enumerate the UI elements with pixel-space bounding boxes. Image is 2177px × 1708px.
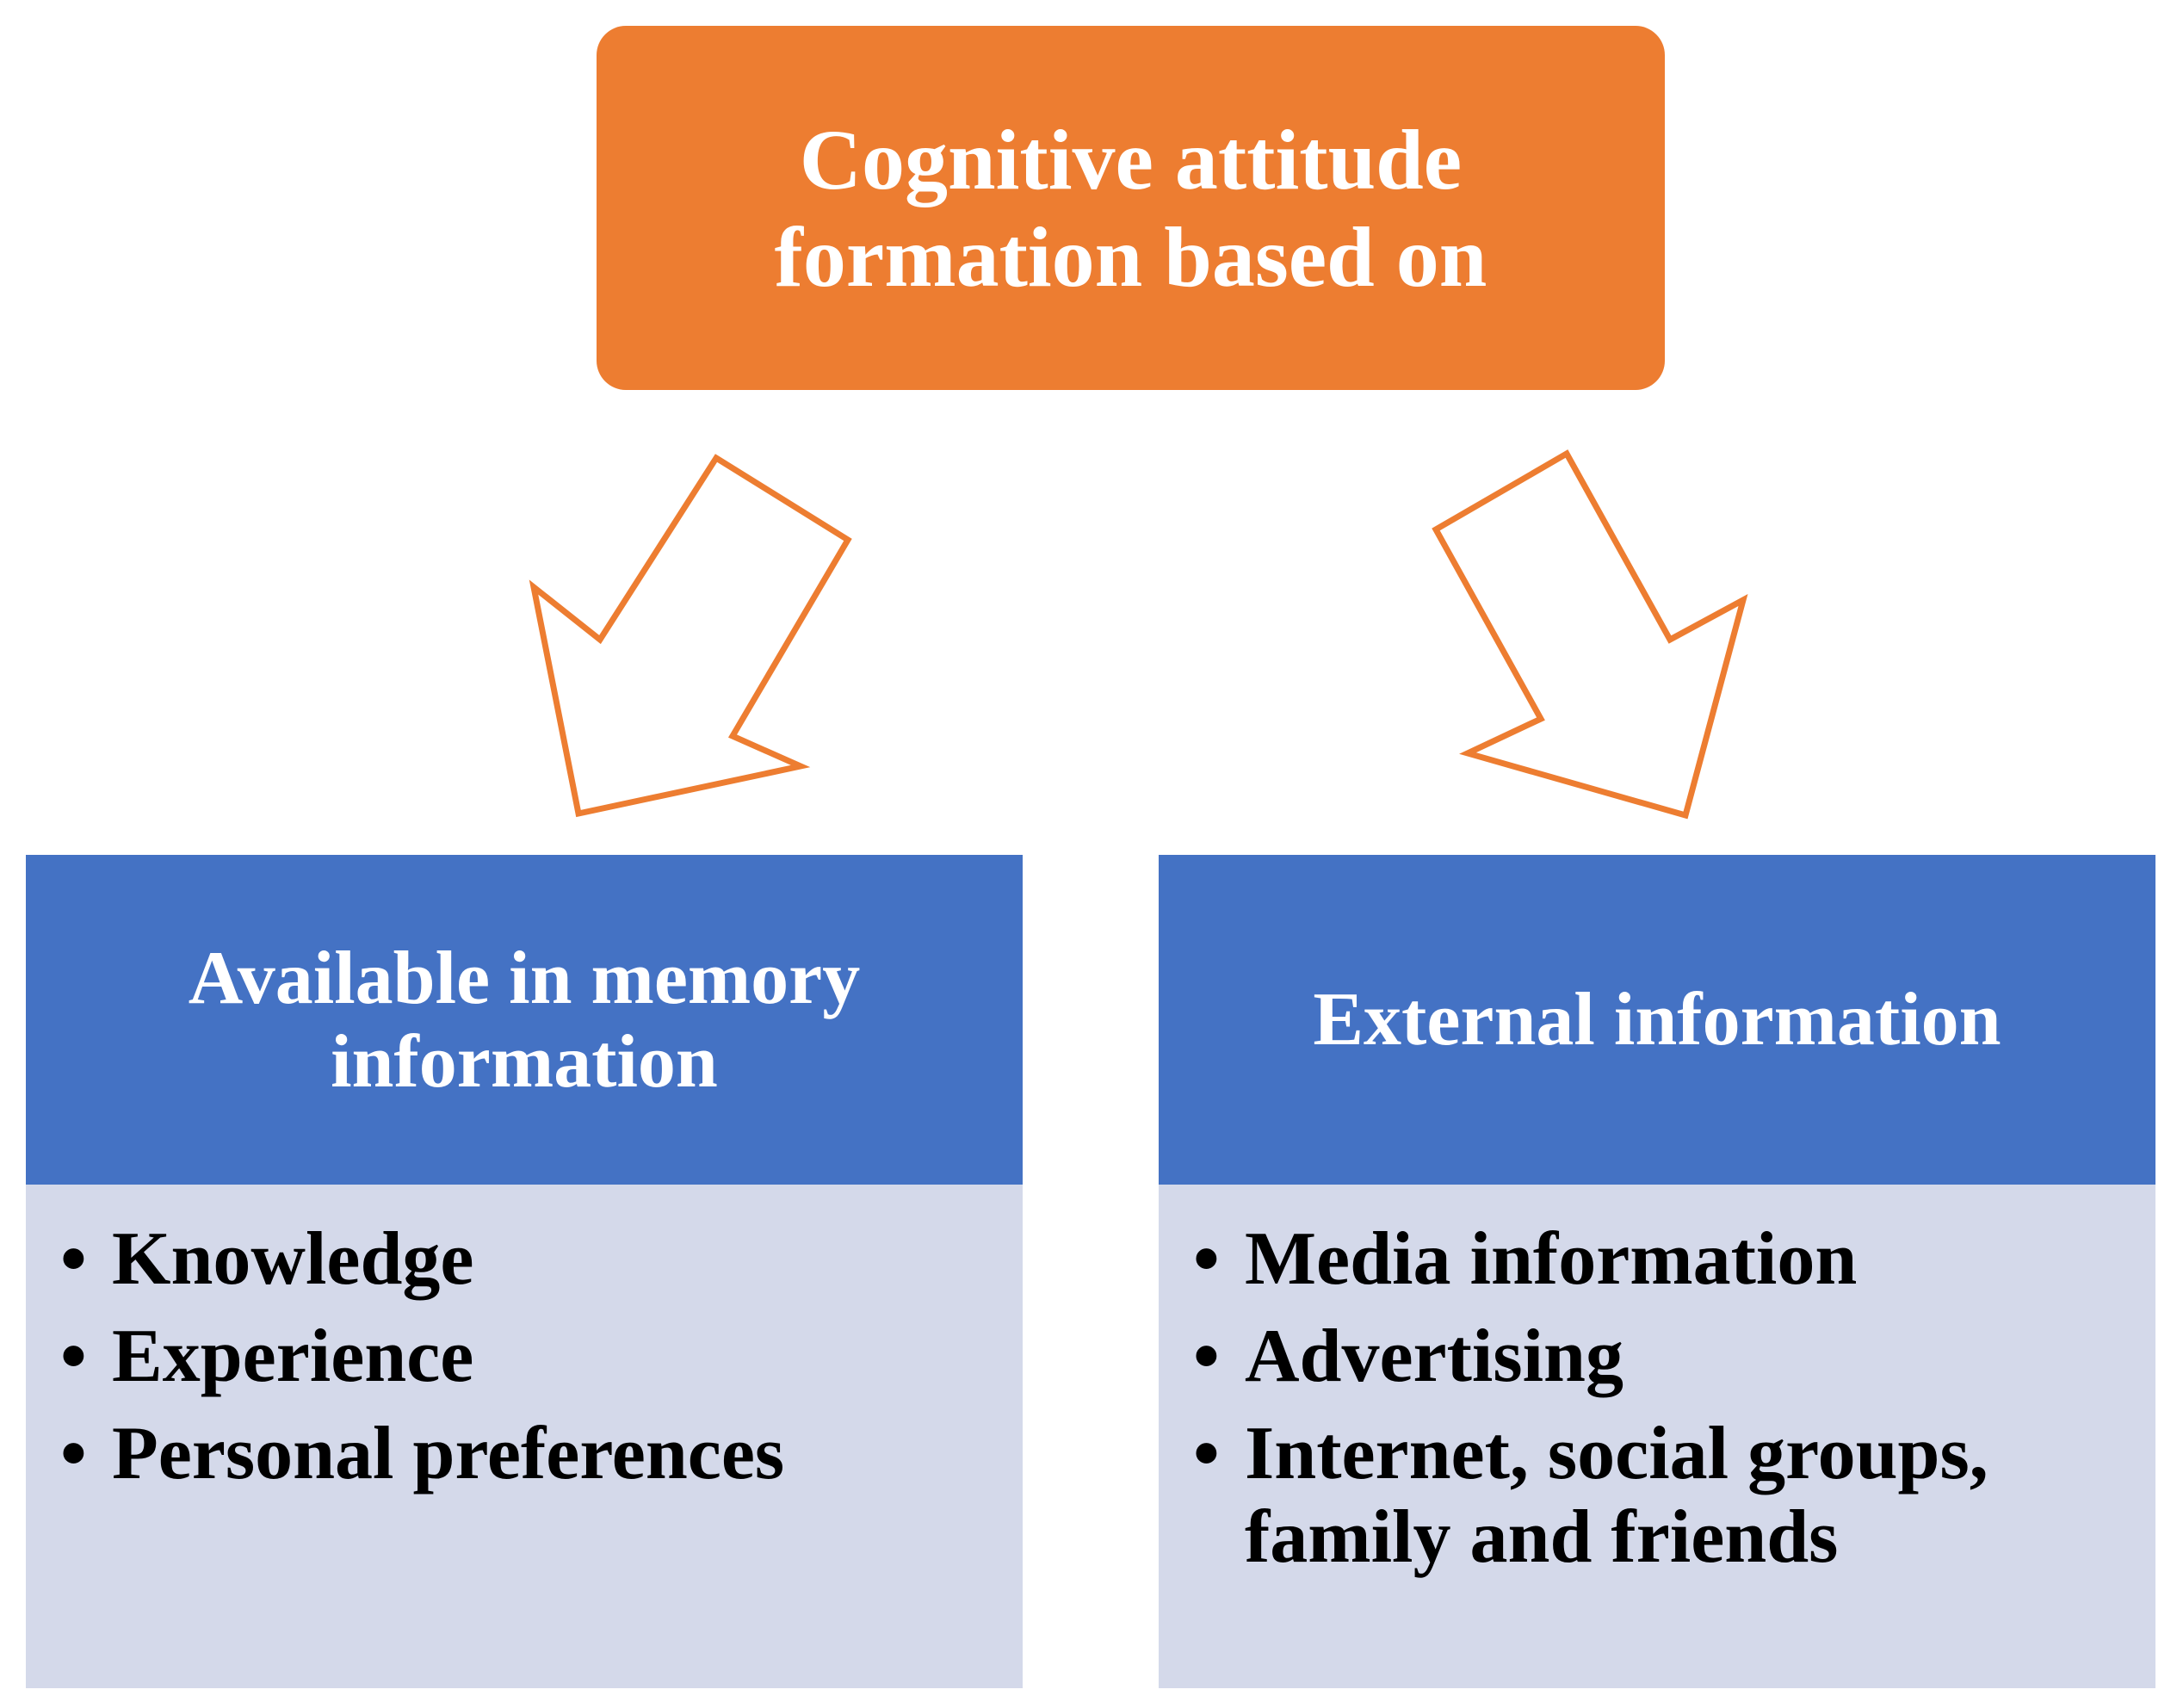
memory-information-list-panel: • Knowledge • Experience • Personal prefere…	[26, 1185, 1023, 1688]
list-item-text: Experience	[112, 1315, 474, 1398]
bullet-icon: •	[1193, 1217, 1220, 1301]
top-concept-box: Cognitive attitude formation based on	[597, 26, 1665, 390]
external-information-list-panel: • Media information • Advertising • Interne…	[1159, 1185, 2155, 1688]
list-item: • Knowledge	[60, 1217, 997, 1301]
list-item: • Advertising	[1193, 1315, 2130, 1398]
bullet-icon: •	[1193, 1315, 1220, 1398]
list-item: • Personal preferences	[60, 1412, 997, 1495]
memory-information-column: Available in memory information • Knowled…	[26, 855, 1023, 1688]
external-information-list: • Media information • Advertising • Interne…	[1193, 1217, 2130, 1579]
list-item-text: Advertising	[1245, 1315, 1623, 1398]
bullet-icon: •	[60, 1315, 87, 1398]
arrow-right-icon	[1432, 449, 1748, 820]
memory-information-title: Available in memory information	[188, 936, 861, 1104]
external-information-column: External information • Media information …	[1159, 855, 2155, 1688]
list-item: • Media information	[1193, 1217, 2130, 1301]
list-item: • Experience	[60, 1315, 997, 1398]
external-information-header: External information	[1159, 855, 2155, 1185]
list-item-text: Knowledge	[112, 1217, 474, 1301]
arrow-left-icon	[529, 454, 852, 818]
memory-information-header: Available in memory information	[26, 855, 1023, 1185]
bullet-icon: •	[60, 1217, 87, 1301]
bullet-icon: •	[60, 1412, 87, 1495]
bullet-icon: •	[1193, 1412, 1220, 1495]
list-item: • Internet, social groups, family and fri…	[1193, 1412, 2130, 1579]
top-concept-title: Cognitive attitude formation based on	[774, 111, 1487, 305]
list-item-text: Personal preferences	[112, 1412, 785, 1495]
external-information-title: External information	[1313, 978, 2001, 1061]
list-item-text: Media information	[1245, 1217, 1858, 1301]
list-item-text: Internet, social groups, family and frie…	[1245, 1412, 1988, 1579]
memory-information-list: • Knowledge • Experience • Personal prefere…	[60, 1217, 997, 1495]
